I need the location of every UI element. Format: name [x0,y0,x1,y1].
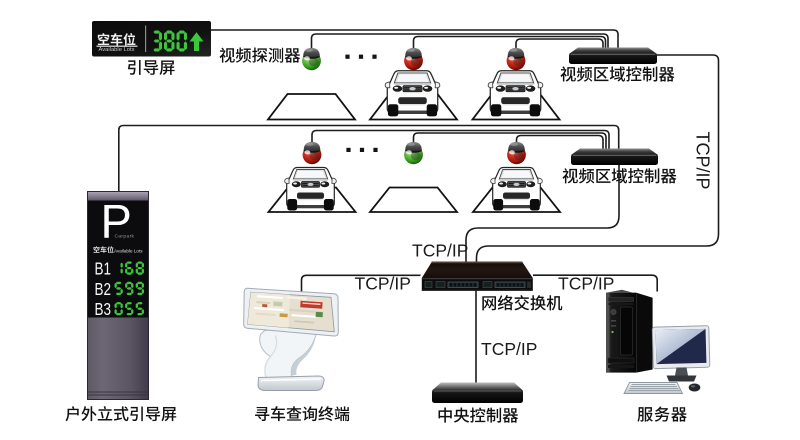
svg-text:B3: B3 [95,299,112,319]
svg-text:Available Lots: Available Lots [114,248,143,253]
svg-text:TCP/IP: TCP/IP [558,274,614,294]
svg-text:Available Lots: Available Lots [99,47,135,53]
svg-text:Carpark: Carpark [115,234,135,240]
svg-text:B2: B2 [95,279,112,299]
svg-text:TCP/IP: TCP/IP [412,241,468,261]
svg-text:P: P [101,195,132,248]
svg-text:TCP/IP: TCP/IP [481,339,537,359]
svg-text:TCP/IP: TCP/IP [355,274,411,294]
svg-text:TCP/IP: TCP/IP [693,132,713,190]
svg-text:B1: B1 [95,259,112,279]
